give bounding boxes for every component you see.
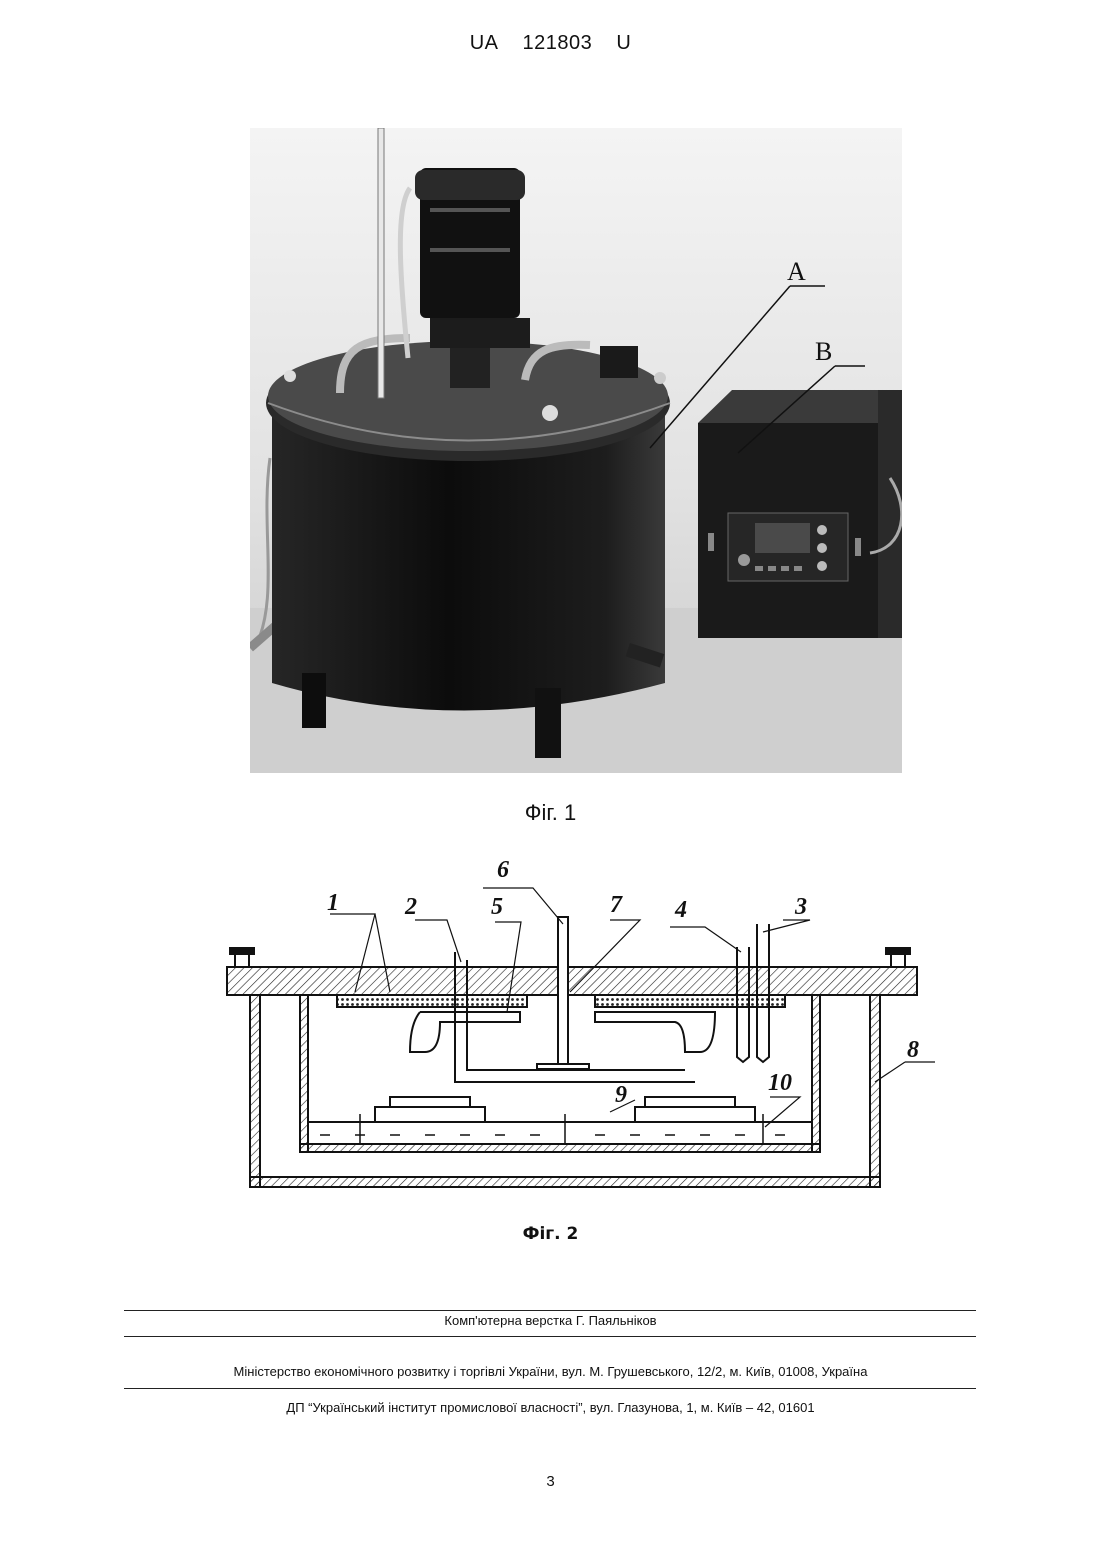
figure-2-label: 6 (497, 857, 509, 883)
figure-1-label-a: A (787, 257, 806, 286)
patent-header: UA 121803 U (0, 32, 1101, 55)
figure-2-diagram: 1 2 5 6 7 4 3 8 9 10 (215, 852, 940, 1197)
figure-2-label: 7 (610, 892, 623, 918)
figure-2-label: 4 (674, 897, 687, 923)
figure-2-label: 1 (327, 890, 339, 916)
footer-divider (124, 1310, 976, 1311)
institute-address: ДП “Український інститут промислової вла… (0, 1400, 1101, 1415)
figure-2-label: 8 (907, 1037, 919, 1063)
page-number: 3 (0, 1473, 1101, 1490)
figure-2-label: 2 (404, 894, 417, 920)
patent-number: 121803 (523, 32, 593, 55)
figure-2-label: 10 (768, 1070, 792, 1096)
figure-2-caption: Фіг. 2 (0, 1224, 1101, 1244)
footer-divider (124, 1388, 976, 1389)
patent-kind: U (616, 32, 631, 55)
ministry-address: Міністерство економічного розвитку і тор… (0, 1364, 1101, 1379)
figure-2-label: 9 (615, 1082, 627, 1108)
layout-credit: Комп'ютерна верстка Г. Паяльніков (0, 1313, 1101, 1328)
figure-1-label-b: B (815, 337, 832, 366)
footer-divider (124, 1336, 976, 1337)
figure-1-caption: Фіг. 1 (0, 800, 1101, 826)
figure-1-photo: A B (250, 128, 902, 773)
figure-2-label: 5 (491, 894, 503, 920)
patent-country: UA (470, 32, 499, 55)
figure-2-label: 3 (794, 894, 807, 920)
